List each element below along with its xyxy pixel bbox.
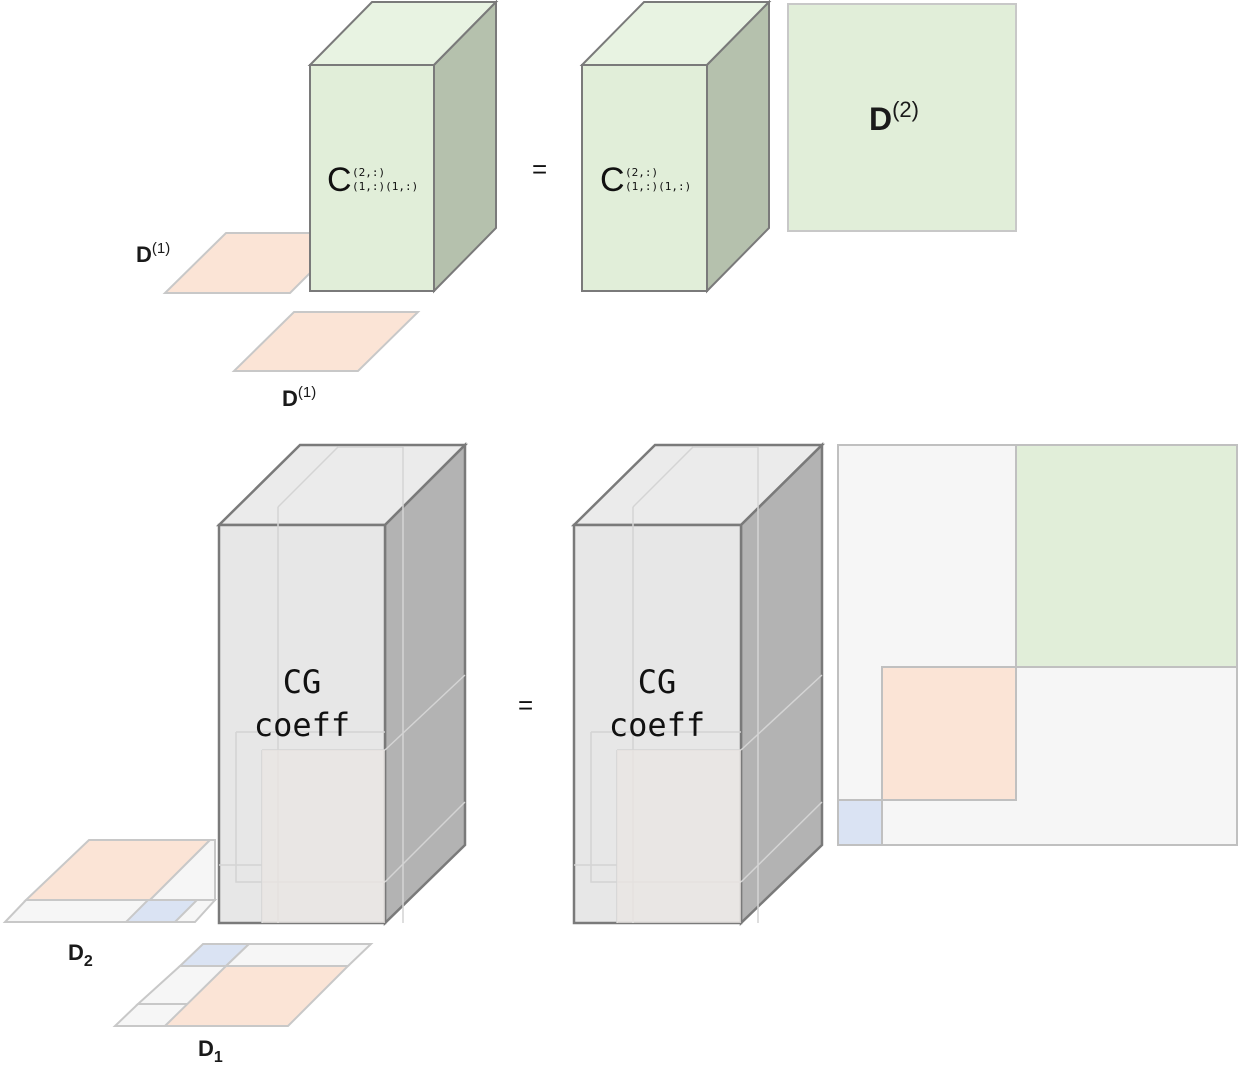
bottom-left-tensor-line2: coeff [254, 706, 350, 744]
d1-slice [112, 943, 374, 1027]
top-left-tensor-sup: (2,:) [352, 166, 385, 179]
bottom-right-tensor [570, 442, 826, 926]
bottom-left-tensor-line1: CG [283, 663, 322, 701]
block-diagonal-matrix [837, 444, 1238, 846]
d2-label: D2 [68, 940, 93, 970]
block-blue [837, 799, 883, 846]
top-right-tensor-label: C [600, 161, 625, 199]
bottom-right-tensor-line2: coeff [609, 706, 705, 744]
top-right-tensor-sup: (2,:) [625, 166, 658, 179]
d1-bottom-slice [231, 311, 421, 372]
top-right-tensor-sub: (1,:)(1,:) [625, 180, 691, 193]
top-left-tensor-label: C [327, 161, 352, 199]
d1-label: D1 [198, 1036, 223, 1066]
d2-matrix-label: D(2) [869, 97, 919, 137]
bottom-right-tensor-line1: CG [638, 663, 677, 701]
d2-slice [2, 839, 218, 923]
d1-left-label: D(1) [136, 240, 170, 267]
top-equals-sign: = [532, 154, 547, 184]
d2-matrix [787, 3, 1017, 232]
top-left-tensor [307, 0, 499, 294]
d1-bottom-label: D(1) [282, 384, 316, 411]
block-green [1015, 444, 1238, 668]
top-left-tensor-sub: (1,:)(1,:) [352, 180, 418, 193]
top-right-tensor [579, 0, 772, 294]
bottom-left-tensor [215, 441, 469, 926]
bottom-equals-sign: = [518, 690, 533, 720]
d2-slice-blue-cell [123, 899, 200, 923]
block-orange [881, 666, 1017, 801]
